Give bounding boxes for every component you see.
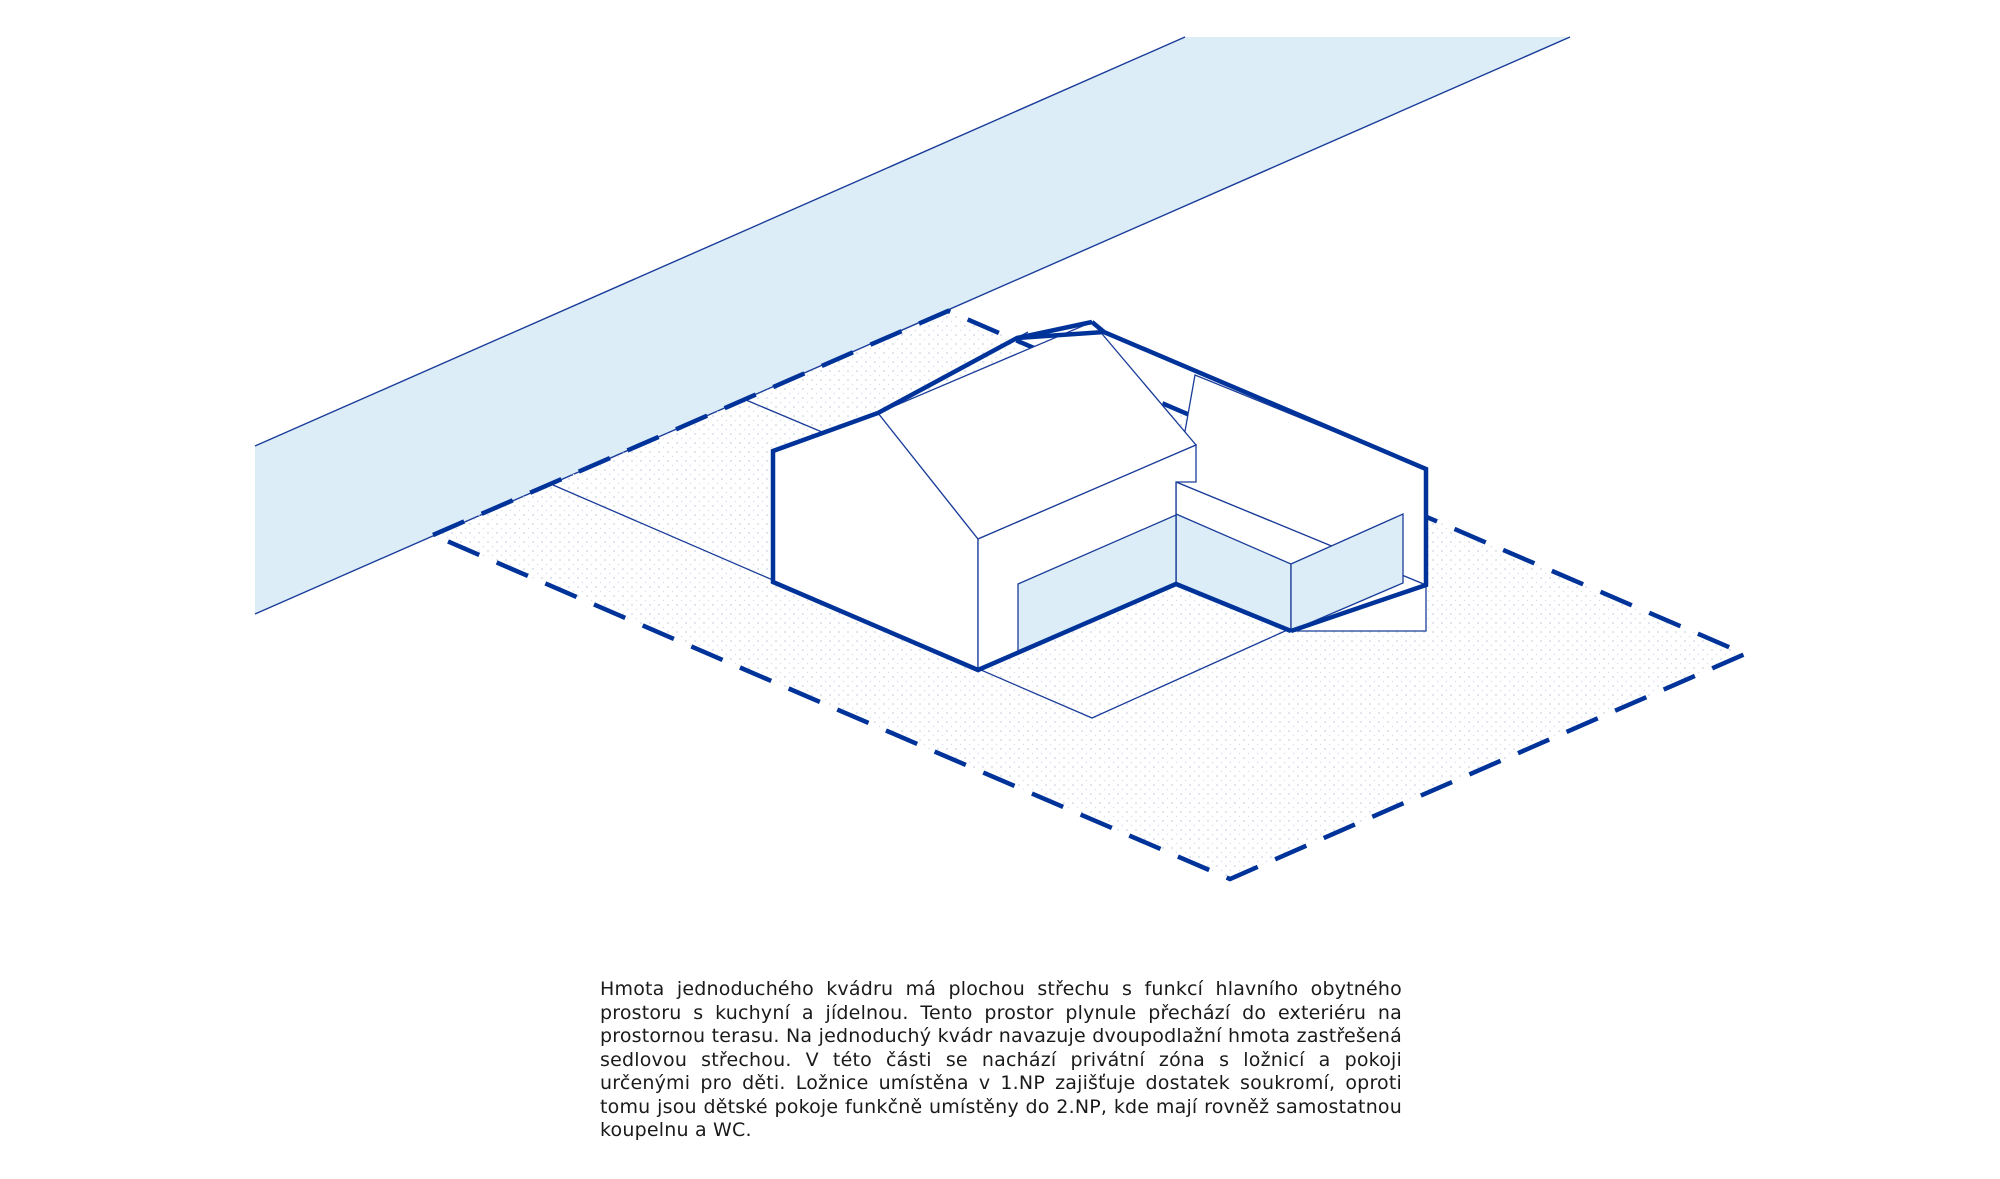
building-outline-bold-left xyxy=(770,319,1292,673)
site-line-back xyxy=(745,399,823,433)
site-outline-lines xyxy=(552,484,1295,719)
description-paragraph: Hmota jednoduchého kvádru má plochou stř… xyxy=(600,978,1402,1141)
ridge-outline-bold xyxy=(1090,320,1106,334)
plot-boundary-dashed xyxy=(427,308,1751,882)
building-outline-bold xyxy=(1016,329,1429,634)
flat-box-glazing-right xyxy=(1290,512,1404,632)
street-edge-upper xyxy=(254,36,1186,447)
